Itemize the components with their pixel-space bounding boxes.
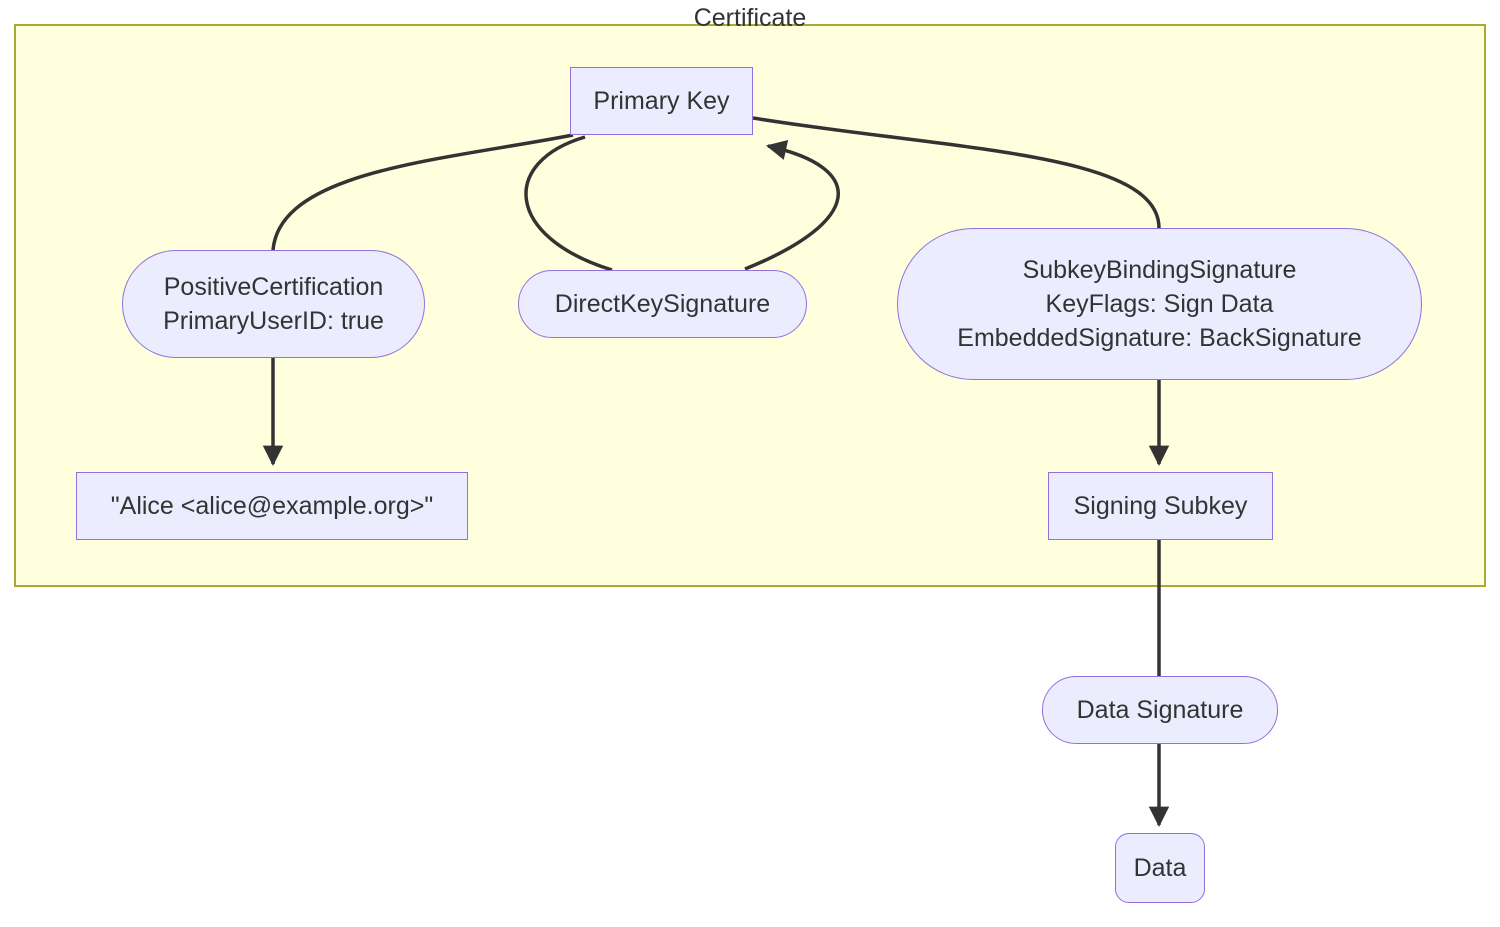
edge-primary-key-to-positive-certification [271,133,574,251]
node-data: Data [1115,833,1205,903]
node-subkey-binding-signature-line-3: EmbeddedSignature: BackSignature [957,324,1362,352]
cluster-title: Certificate [693,4,807,32]
node-positive-certification-line-1: PositiveCertification [163,273,384,301]
node-user-id-label: "Alice <alice@example.org>" [110,492,434,520]
node-subkey-binding-signature: SubkeyBindingSignature KeyFlags: Sign Da… [897,228,1422,380]
node-positive-certification: PositiveCertification PrimaryUserID: tru… [122,250,425,358]
node-user-id: "Alice <alice@example.org>" [76,472,468,540]
node-direct-key-signature-label: DirectKeySignature [554,290,771,318]
node-signing-subkey-label: Signing Subkey [1073,492,1248,520]
node-direct-key-signature: DirectKeySignature [518,270,807,338]
node-primary-key: Primary Key [570,67,753,135]
node-subkey-binding-signature-line-2: KeyFlags: Sign Data [1045,290,1274,318]
edge-direct-key-signature-to-primary-key [744,139,840,271]
node-data-signature-label: Data Signature [1076,696,1244,724]
node-positive-certification-line-2: PrimaryUserID: true [163,307,384,335]
node-data-label: Data [1133,854,1187,882]
node-subkey-binding-signature-line-1: SubkeyBindingSignature [1022,256,1297,284]
edge-primary-key-to-subkey-binding-signature [752,116,1161,229]
node-signing-subkey: Signing Subkey [1048,472,1273,540]
node-primary-key-label: Primary Key [593,87,730,115]
edge-primary-key-to-direct-key-signature [524,135,613,272]
node-data-signature: Data Signature [1042,676,1278,744]
